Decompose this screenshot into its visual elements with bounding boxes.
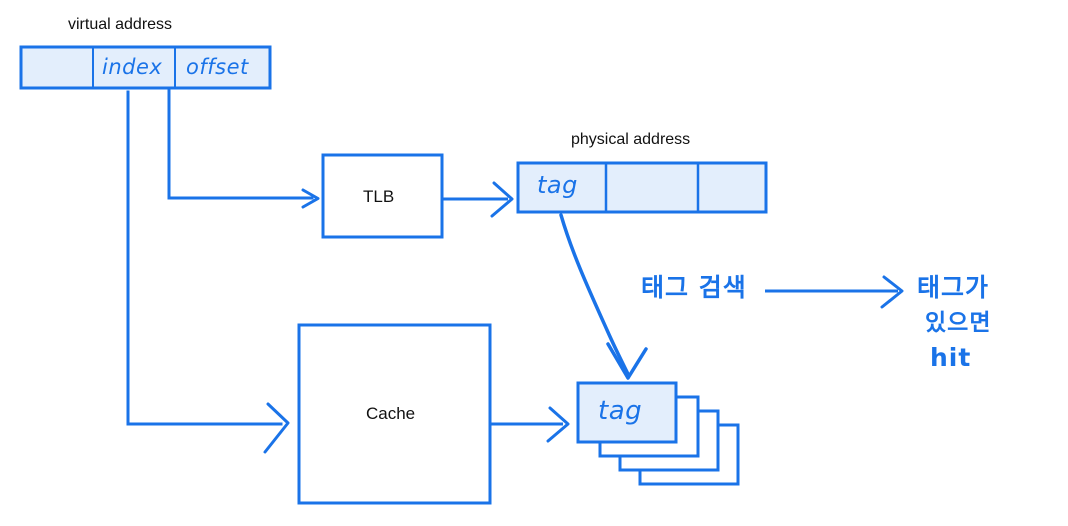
annotation-hit-line-2: 있으면 [925,310,992,336]
virtual-address-box [19,45,272,90]
paddr-cell-tag-text: tag [537,171,578,199]
tlb-box [321,153,444,239]
connector-index-to-tlb [167,87,320,209]
annotation-hit-line-3: hit [930,343,972,372]
cache-line-stack [576,381,740,486]
arrow-tag-search-to-result [765,275,904,309]
connector-cache-to-cache-lines [490,406,570,443]
connector-tlb-to-paddr [442,181,514,218]
vaddr-cell-offset-text: offset [186,55,249,79]
connector-vaddr-to-cache [126,90,290,454]
cache-line-card-front [576,381,678,444]
tlb-label: TLB [363,187,395,206]
annotation-tag-search: 태그 검색 [641,273,747,302]
cache-line-tag-text: tag [598,396,643,426]
cache-box [297,323,492,505]
virtual-address-label: virtual address [68,16,173,33]
physical-address-label: physical address [571,131,691,148]
annotation-hit-line-1: 태그가 [917,273,990,302]
vaddr-cell-index-text: index [102,55,163,79]
cache-label: Cache [366,404,416,423]
physical-address-box [516,161,768,214]
curved-arrow-tag-to-cache-lines [559,213,648,380]
